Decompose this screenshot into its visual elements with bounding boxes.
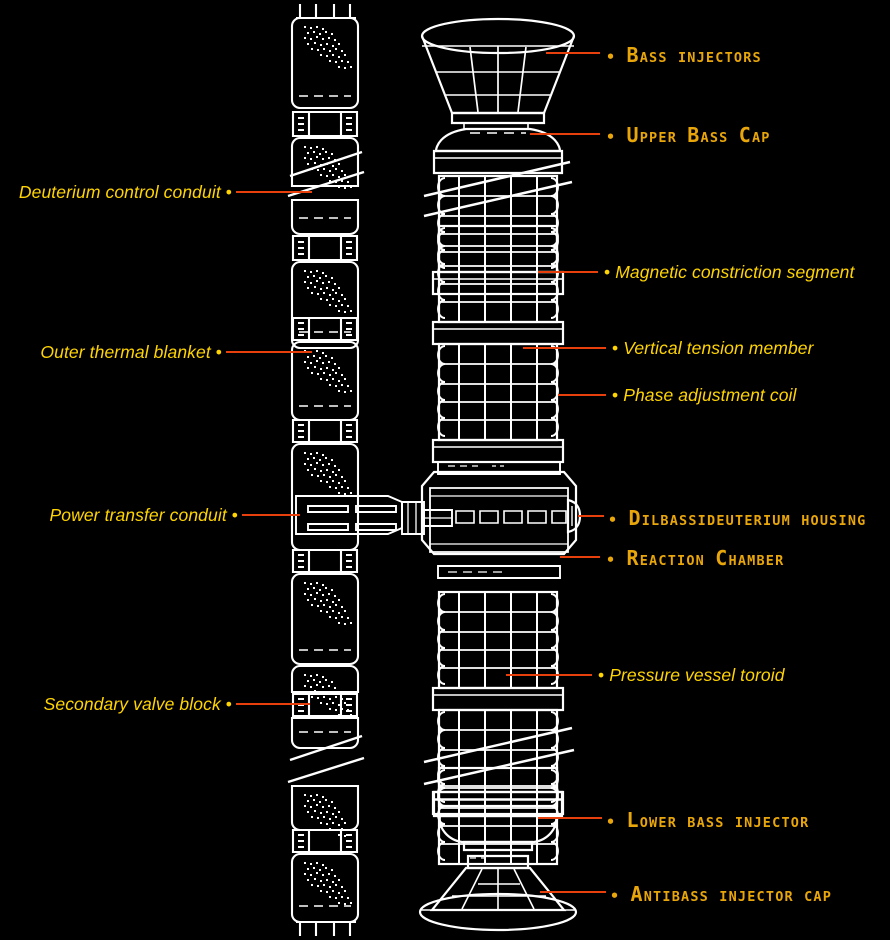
bullet-icon: • [231, 505, 238, 525]
label-initial: D [628, 506, 642, 530]
label-word-body-2: AP [751, 130, 771, 146]
label-word: INJECTOR [719, 889, 794, 905]
label-word-body: ASS [700, 130, 729, 146]
label-initial: L [626, 808, 640, 832]
label-text: Magnetic constriction segment [615, 262, 855, 282]
label-initial: A [630, 882, 644, 906]
label-power-transfer-conduit: Power transfer conduit • [0, 505, 238, 526]
bullet-icon: • [598, 665, 605, 685]
label-vertical-tension-member: • Vertical tension member [612, 338, 814, 359]
upper-bass-cap [434, 111, 562, 153]
bullet-icon: • [612, 338, 619, 358]
bullet-icon: • [612, 385, 619, 405]
label-word-body: HAMBER [728, 553, 785, 569]
bullet-icon: • [606, 48, 617, 66]
label-antibass-injector-cap: • ANTIBASS INJECTOR CAP [610, 882, 832, 906]
label-dilbassideuterium-housing: • DILBASSIDEUTERIUM HOUSING [608, 506, 867, 530]
bullet-icon: • [610, 887, 621, 905]
left-cutaway-column [287, 4, 365, 936]
label-word: HOUSING [801, 513, 867, 529]
antibass-injector-cap [418, 854, 578, 932]
bass-injectors-assembly [420, 17, 576, 115]
label-secondary-valve-block: Secondary valve block • [0, 694, 232, 715]
label-text: Pressure vessel toroid [609, 665, 785, 685]
magnetic-constriction-segment [436, 224, 560, 324]
label-text: Vertical tension member [623, 338, 814, 358]
label-word-2: INJECTOR [734, 815, 810, 831]
label-text: Phase adjustment coil [623, 385, 797, 405]
label-body: OWER [639, 815, 678, 831]
label-initial: U [626, 123, 640, 147]
label-pressure-vessel-toroid: • Pressure vessel toroid [598, 665, 785, 686]
label-text: Secondary valve block [43, 694, 221, 714]
main-core-column [295, 17, 582, 932]
label-text: Deuterium control conduit [18, 182, 221, 202]
lower-bass-injector [438, 814, 558, 852]
label-outer-thermal-blanket: Outer thermal blanket • [0, 342, 222, 363]
bullet-icon: • [606, 551, 617, 569]
label-word-initial-2: C [738, 123, 752, 147]
label-bass-injectors: • BASS INJECTORS [606, 43, 762, 67]
power-transfer-conduit [295, 495, 453, 535]
label-body: NTIBASS [643, 889, 710, 905]
label-initial: B [626, 43, 640, 67]
label-initial: R [626, 546, 640, 570]
bullet-icon: • [606, 813, 617, 831]
bullet-icon: • [215, 342, 222, 362]
bullet-icon: • [608, 511, 619, 529]
label-word-initial: C [715, 546, 729, 570]
bullet-icon: • [604, 262, 611, 282]
label-body: ILBASSIDEUTERIUM [641, 513, 791, 529]
label-word: INJECTORS [677, 50, 762, 66]
label-word-initial: B [687, 123, 701, 147]
label-text: Power transfer conduit [49, 505, 227, 525]
label-reaction-chamber: • REACTION CHAMBER [606, 546, 784, 570]
label-body: PPER [639, 130, 678, 146]
label-deuterium-control-conduit: Deuterium control conduit • [0, 182, 232, 203]
label-text: Outer thermal blanket [40, 342, 211, 362]
label-body: EACTION [639, 553, 706, 569]
label-upper-bass-cap: • UPPER BASS CAP [606, 123, 771, 147]
leader-lines [226, 51, 606, 894]
label-body: ASS [639, 50, 668, 66]
label-magnetic-constriction-segment: • Magnetic constriction segment [604, 262, 854, 283]
bullet-icon: • [225, 182, 232, 202]
label-lower-bass-injector: • LOWER BASS INJECTOR [606, 808, 809, 832]
bullet-icon: • [225, 694, 232, 714]
bullet-icon: • [606, 128, 617, 146]
label-word-2: CAP [804, 889, 833, 905]
label-phase-adjustment-coil: • Phase adjustment coil [612, 385, 797, 406]
reaction-chamber [420, 461, 582, 579]
label-word: BASS [687, 815, 725, 831]
